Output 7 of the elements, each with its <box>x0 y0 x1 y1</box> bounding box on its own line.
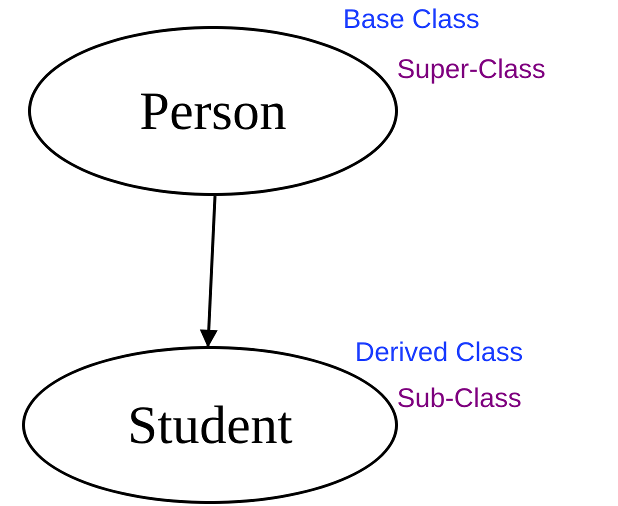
class-role-label: Super-Class <box>397 54 546 85</box>
class-name: Person <box>140 80 286 142</box>
class-role-label: Derived Class <box>355 337 524 368</box>
class-name: Student <box>127 394 292 456</box>
class-role-label: Base Class <box>343 4 480 35</box>
class-role-label: Sub-Class <box>397 383 522 414</box>
arrow <box>200 196 218 348</box>
